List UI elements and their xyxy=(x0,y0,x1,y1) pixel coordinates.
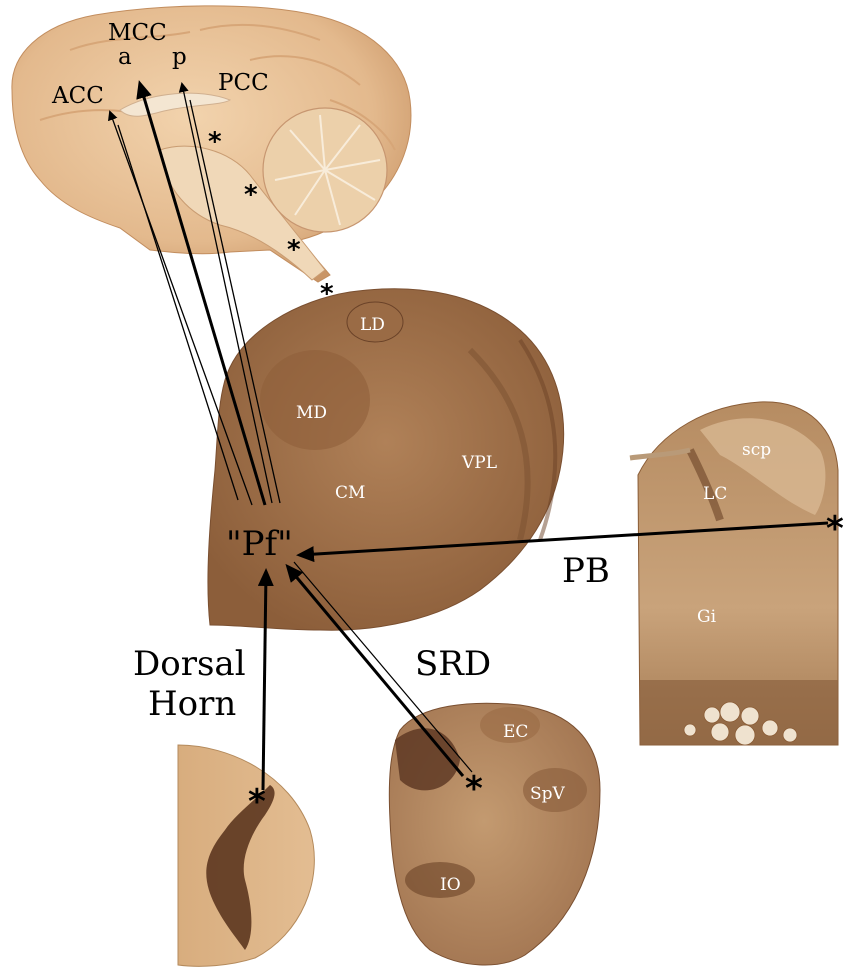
label-vpl: VPL xyxy=(461,453,497,473)
label-dorsal: Dorsal xyxy=(133,644,246,684)
label-ld: LD xyxy=(360,315,385,335)
label-mcc: MCC xyxy=(108,20,167,46)
medulla-section-image xyxy=(389,703,600,965)
srd-asterisk: * xyxy=(465,769,483,809)
label-horn: Horn xyxy=(148,684,236,724)
label-pb: PB xyxy=(562,551,610,591)
dorsal-horn-asterisk: * xyxy=(248,782,266,822)
thalamus-section-image xyxy=(208,289,564,630)
label-acc: ACC xyxy=(51,83,104,109)
brain-asterisk-4: * xyxy=(320,279,334,309)
label-spv: SpV xyxy=(530,784,566,804)
label-md: MD xyxy=(296,403,327,423)
brain-asterisk-2: * xyxy=(244,180,258,210)
label-gi: Gi xyxy=(697,607,717,627)
label-pf: "Pf" xyxy=(226,524,293,564)
pb-asterisk: * xyxy=(826,509,844,549)
label-srd: SRD xyxy=(415,644,491,684)
label-io: IO xyxy=(440,875,461,895)
label-mcc-p: p xyxy=(172,44,187,70)
label-cm: CM xyxy=(335,483,365,503)
brain-asterisk-3: * xyxy=(287,235,301,265)
brain-asterisk-1: * xyxy=(208,127,222,157)
label-mcc-a: a xyxy=(118,44,132,70)
parabrachial-section-image xyxy=(630,402,838,745)
label-ec: EC xyxy=(503,722,528,742)
spinal-cord-section-image xyxy=(178,745,314,966)
label-scp: scp xyxy=(742,440,771,460)
label-pcc: PCC xyxy=(218,70,269,96)
label-lc: LC xyxy=(703,484,727,504)
